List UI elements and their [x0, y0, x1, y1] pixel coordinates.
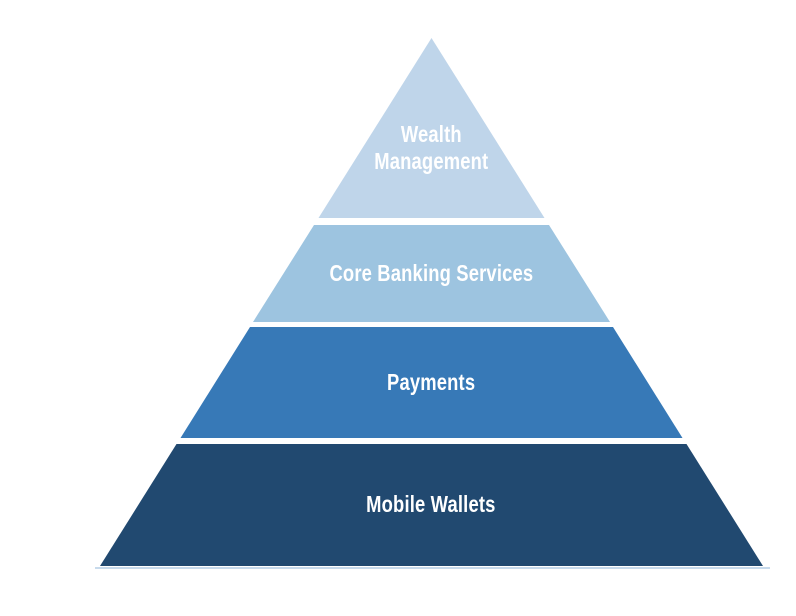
pyramid-level-2-shape	[253, 225, 610, 322]
pyramid-level-1-shape	[318, 38, 545, 218]
pyramid-level-3-shape	[180, 327, 683, 438]
pyramid-level-4-shape	[100, 444, 763, 566]
